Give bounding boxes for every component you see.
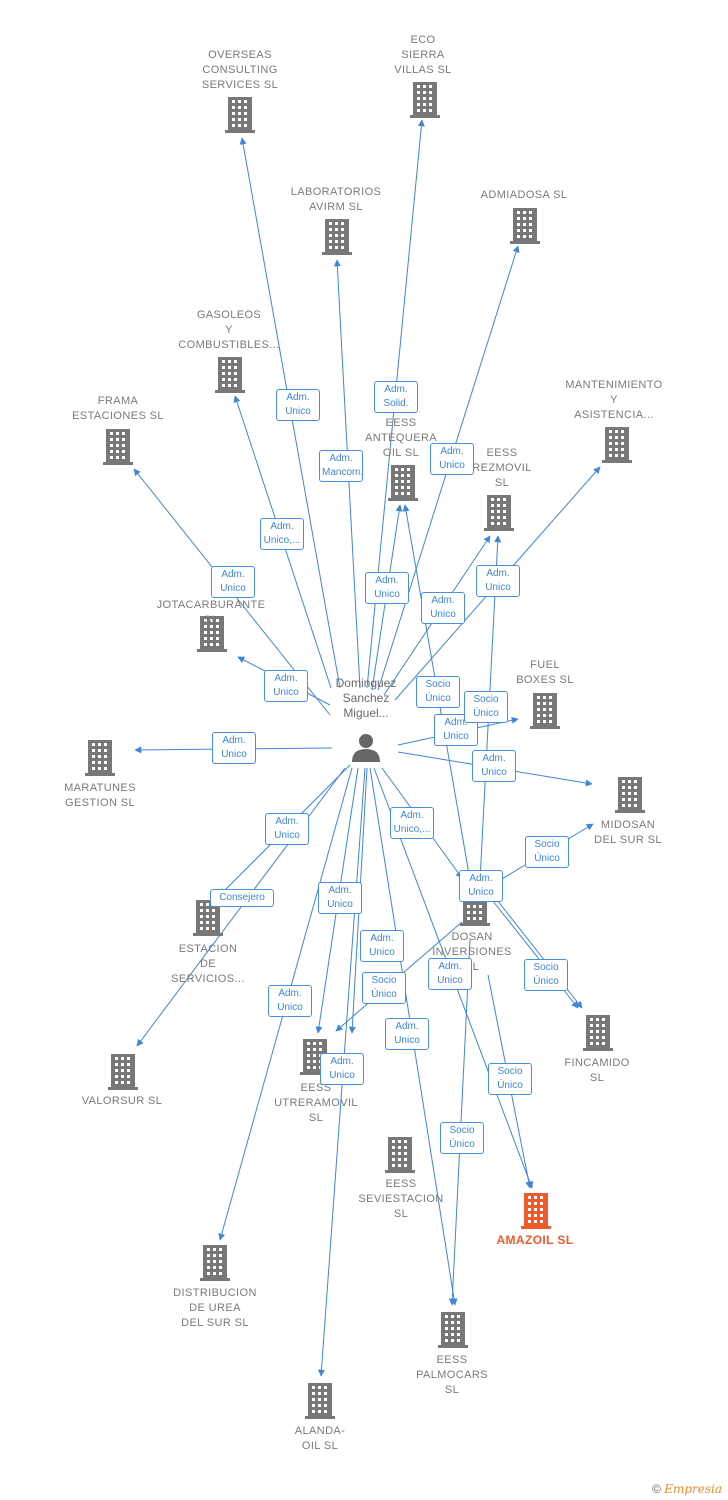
building-icon-antequera[interactable] bbox=[388, 465, 418, 501]
company-label-amazoil[interactable]: AMAZOIL SL bbox=[496, 1233, 574, 1247]
relation-tag-dosan-fincamido[interactable]: Socio Único bbox=[524, 959, 568, 991]
relation-tag-center-gasoleos[interactable]: Adm. Unico,... bbox=[260, 518, 304, 550]
company-label-seviestacion[interactable]: EESS SEVIESTACION SL bbox=[358, 1178, 444, 1220]
building-icon-lab[interactable] bbox=[322, 219, 352, 255]
relation-tag-center-antequera[interactable]: Adm. Unico bbox=[365, 572, 409, 604]
building-icon-midosan[interactable] bbox=[615, 777, 645, 813]
company-label-admiadosa[interactable]: ADMIADOSA SL bbox=[480, 189, 568, 201]
relation-tag-dosan-amazoil[interactable]: Adm. Unico bbox=[459, 870, 503, 902]
person-icon[interactable] bbox=[352, 734, 380, 762]
building-icon-amazoil[interactable] bbox=[521, 1193, 551, 1229]
relation-tag-dosan-palmocars[interactable]: Socio Único bbox=[440, 1122, 484, 1154]
relation-tag-center-alanda[interactable]: Adm. Unico bbox=[320, 1053, 364, 1085]
building-icon-urea[interactable] bbox=[200, 1245, 230, 1281]
building-icon-eco[interactable] bbox=[410, 82, 440, 118]
building-icon-fuel[interactable] bbox=[530, 693, 560, 729]
company-label-urea[interactable]: DISTRIBUCION DE UREA DEL SUR SL bbox=[173, 1287, 257, 1329]
building-icon-frama[interactable] bbox=[103, 429, 133, 465]
relation-tag-center-admiadosa[interactable]: Adm. Unico bbox=[430, 443, 474, 475]
building-icon-palmocars[interactable] bbox=[438, 1312, 468, 1348]
relation-tag-dosan-midosan[interactable]: Socio Único bbox=[525, 836, 569, 868]
relation-tag-center-seviestacion[interactable]: Adm. Unico bbox=[360, 930, 404, 962]
building-icon-overseas[interactable] bbox=[225, 97, 255, 133]
company-label-lab[interactable]: LABORATORIOS AVIRM SL bbox=[290, 186, 382, 213]
company-label-fuel[interactable]: FUEL BOXES SL bbox=[516, 659, 574, 686]
building-icon-maratunes[interactable] bbox=[85, 740, 115, 776]
relation-tag-center-estacion[interactable]: Adm. Unico bbox=[265, 813, 309, 845]
company-label-estacion[interactable]: ESTACION DE SERVICIOS... bbox=[171, 943, 245, 985]
relation-tag-center-overseas[interactable]: Adm. Unico bbox=[276, 389, 320, 421]
building-icon-alanda[interactable] bbox=[305, 1383, 335, 1419]
edge-dosan-fincamido bbox=[496, 899, 583, 1009]
building-icon-rezmovil[interactable] bbox=[484, 495, 514, 531]
brand-logo[interactable]: Empresia bbox=[664, 1482, 722, 1496]
relation-tag-center-amazoil[interactable]: Adm. Unico bbox=[428, 958, 472, 990]
company-label-mant[interactable]: MANTENIMIENTO Y ASISTENCIA... bbox=[565, 379, 663, 421]
company-label-jotacarburante[interactable]: JOTACARBURANTE SL bbox=[156, 599, 266, 626]
relation-tag-center-rezmovil[interactable]: Adm. Unico bbox=[421, 592, 465, 624]
relation-tag-center-valorsur[interactable]: Consejero bbox=[210, 889, 274, 907]
building-icon-fincamido[interactable] bbox=[583, 1015, 613, 1051]
person-name-label[interactable]: Dominguez Sanchez Miguel... bbox=[335, 676, 397, 720]
company-label-palmocars[interactable]: EESS PALMOCARS SL bbox=[416, 1354, 488, 1396]
relation-tag-center-maratunes[interactable]: Adm. Unico bbox=[212, 732, 256, 764]
company-label-utreramovil[interactable]: EESS UTRERAMOVIL SL bbox=[274, 1082, 358, 1124]
company-label-alanda[interactable]: ALANDA- OIL SL bbox=[294, 1425, 346, 1452]
building-icon-seviestacion[interactable] bbox=[385, 1137, 415, 1173]
relation-tag-dosan-antequera[interactable]: Socio Único bbox=[416, 676, 460, 708]
relation-tag-dosan-utreramovil[interactable]: Socio Único bbox=[362, 972, 406, 1004]
relation-tag-center-frama[interactable]: Adm. Unico bbox=[211, 566, 255, 598]
relation-tag-center-eco[interactable]: Adm. Solid. bbox=[374, 381, 418, 413]
building-icon-valorsur[interactable] bbox=[108, 1054, 138, 1090]
building-icon-mant[interactable] bbox=[602, 427, 632, 463]
company-label-frama[interactable]: FRAMA ESTACIONES SL bbox=[72, 395, 164, 422]
relation-tag-center-jotacarburante[interactable]: Adm. Unico bbox=[264, 670, 308, 702]
company-label-gasoleos[interactable]: GASOLEOS Y COMBUSTIBLES... bbox=[178, 309, 280, 351]
relation-tag-dosan-amazoil[interactable]: Socio Único bbox=[488, 1063, 532, 1095]
relation-tag-center-lab[interactable]: Adm. Mancom. bbox=[319, 450, 363, 482]
relation-tag-center-utreramovil[interactable]: Adm. Unico bbox=[318, 882, 362, 914]
edge-center-valorsur bbox=[136, 767, 346, 1047]
company-label-antequera[interactable]: EESS ANTEQUERA OIL SL bbox=[364, 417, 438, 459]
company-label-valorsur[interactable]: VALORSUR SL bbox=[81, 1095, 163, 1107]
company-label-rezmovil[interactable]: EESS REZMOVIL SL bbox=[472, 447, 532, 489]
relation-tag-center-mant[interactable]: Adm. Unico bbox=[476, 565, 520, 597]
building-icon-admiadosa[interactable] bbox=[510, 208, 540, 244]
company-label-eco[interactable]: ECO SIERRA VILLAS SL bbox=[394, 34, 452, 76]
company-label-fincamido[interactable]: FINCAMIDO SL bbox=[564, 1057, 630, 1084]
relation-tag-center-urea[interactable]: Adm. Unico bbox=[268, 985, 312, 1017]
company-label-midosan[interactable]: MIDOSAN DEL SUR SL bbox=[594, 819, 662, 846]
footer: © Empresia bbox=[652, 1482, 722, 1496]
company-label-maratunes[interactable]: MARATUNES GESTION SL bbox=[64, 782, 136, 809]
relation-tag-center-dosan[interactable]: Adm. Unico,... bbox=[390, 807, 434, 839]
relation-tag-center-midosan[interactable]: Adm. Unico bbox=[472, 750, 516, 782]
company-label-overseas[interactable]: OVERSEAS CONSULTING SERVICES SL bbox=[201, 49, 279, 91]
relation-tag-dosan-rezmovil[interactable]: Socio Único bbox=[464, 691, 508, 723]
copyright-symbol: © bbox=[652, 1482, 661, 1496]
building-icon-jotacarburante[interactable] bbox=[197, 616, 227, 652]
building-icon-gasoleos[interactable] bbox=[215, 357, 245, 393]
relation-tag-center-palmocars[interactable]: Adm. Unico bbox=[385, 1018, 429, 1050]
